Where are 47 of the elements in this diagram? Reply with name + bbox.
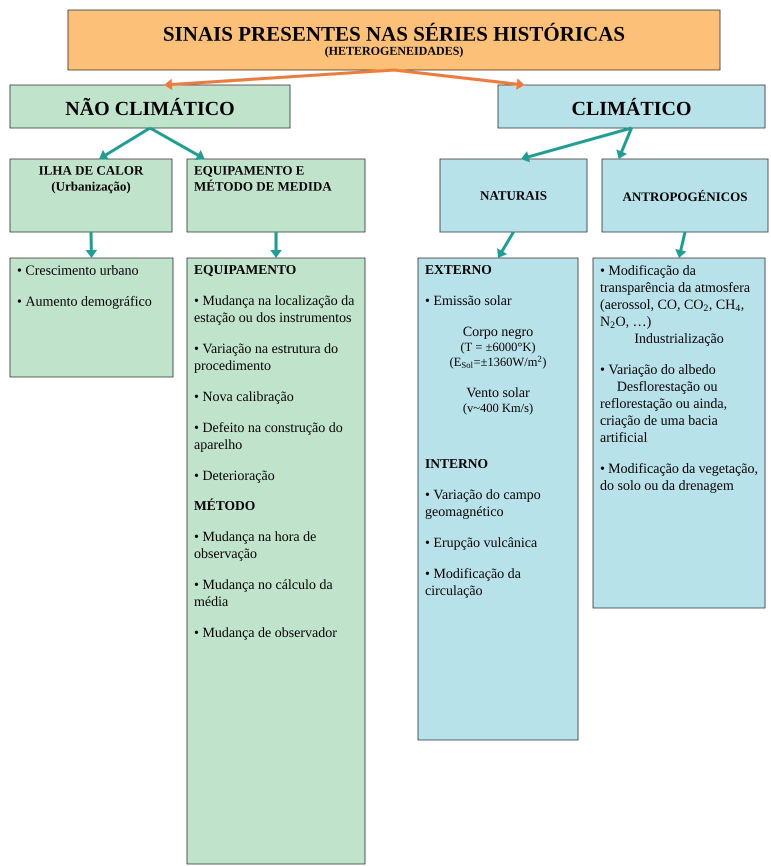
section-heading: INTERNO <box>425 459 488 468</box>
list-item: • Mudança na localização da estação ou dos instrumentos <box>194 295 354 325</box>
subcategory-box <box>10 158 172 232</box>
list-item: • Deterioração <box>194 470 274 483</box>
category-box <box>498 84 766 128</box>
note-text: Corpo negro <box>463 326 533 339</box>
note-text: (v~400 Km/s) <box>463 403 533 415</box>
subcategory-box <box>440 158 588 232</box>
note-text: Vento solar <box>466 387 530 398</box>
list-box <box>10 258 174 378</box>
list-box <box>592 258 766 608</box>
title-text: SINAIS PRESENTES NAS SÉRIES HISTÓRICAS <box>164 22 624 41</box>
list-item: • Nova calibração <box>194 391 294 404</box>
list-item: • Variação do campo geomagnético <box>426 489 540 519</box>
list-item: • Variação do albedo <box>600 364 716 377</box>
subcategory-box <box>602 158 768 232</box>
list-item: • Modificação da transparência da atmosfera (aerossol, CO, CO$_{2}$, CH$_{4}$, N$_{2}$O, …) <box>600 265 750 329</box>
note-text: Desflorestação ou reflorestação ou ainda, criação de uma bacia artificial <box>600 381 726 442</box>
list-item: • Erupção vulcânica <box>426 537 537 550</box>
list-box <box>418 258 578 740</box>
section-heading: EXTERNO <box>425 265 492 274</box>
subcategory-label: ANTROPOGÉNICOS <box>622 190 747 202</box>
list-item: • Aumento demográfico <box>18 296 152 309</box>
list-box <box>186 258 366 864</box>
subtitle-text: (HETEROGENEIDADES) <box>325 46 463 58</box>
list-item: • Mudança de observador <box>194 627 337 640</box>
list-item: • Emissão solar <box>426 295 512 306</box>
note-text: (E$_{Sol}$=±1360W/m$^{2}$) <box>450 356 546 369</box>
list-item: • Mudança na hora de observação <box>194 531 316 561</box>
section-heading: EQUIPAMENTO <box>194 265 296 276</box>
note-text: (T = ±6000°K) <box>460 342 536 354</box>
section-heading: MÉTODO <box>194 498 255 510</box>
list-item: • Mudança no cálculo da média <box>194 579 332 606</box>
category-label: NÃO CLIMÁTICO <box>66 98 234 116</box>
list-item: • Crescimento urbano <box>18 265 138 275</box>
list-item: • Variação na estrutura do procedimento <box>194 343 338 373</box>
list-item: • Modificação da vegetação, do solo ou da drenagem <box>600 463 758 493</box>
subcategory-label: NATURAIS <box>480 191 546 200</box>
subcategory-label: ILHA DE CALOR (Urbanização) <box>39 166 144 194</box>
note-text: Industrialização <box>634 333 724 346</box>
category-label: CLIMÁTICO <box>572 98 690 116</box>
subcategory-box <box>186 158 366 232</box>
title-box <box>68 10 720 70</box>
list-item: • Modificação da circulação <box>426 568 521 598</box>
subcategory-label: EQUIPAMENTO E MÉTODO DE MEDIDA <box>194 166 332 191</box>
category-box <box>10 84 290 128</box>
list-item: • Defeito na construção do aparelho <box>194 422 342 452</box>
